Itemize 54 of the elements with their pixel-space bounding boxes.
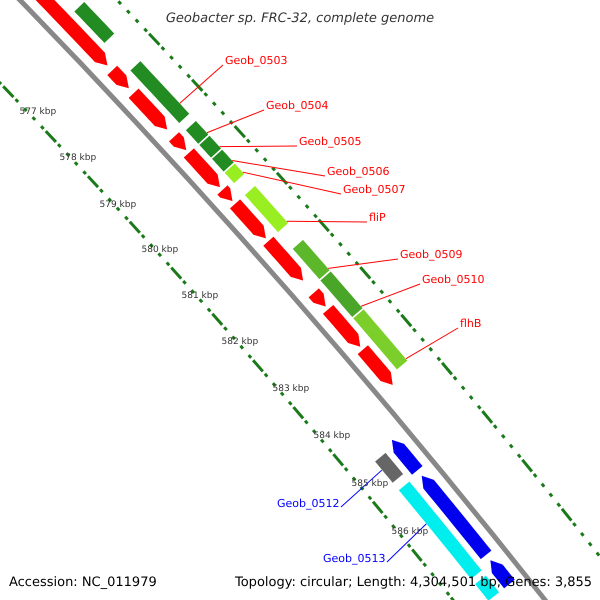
scale-label: 577 kbp [20,107,56,117]
gene-feature [185,120,209,144]
gene-label: Geob_0506 [327,164,390,178]
gene-label: Geob_0503 [225,54,288,66]
gene-feature [292,239,330,280]
gene-feature [229,198,266,239]
gene-feature [224,163,245,184]
gene-label: Geob_0507 [343,182,406,196]
gene-feature [198,135,222,158]
scale-label: 582 kbp [222,337,258,347]
gene-label: Geob_0510 [422,272,484,286]
leader-line [206,110,264,134]
scale-label: 584 kbp [314,431,350,441]
gene-feature [391,439,424,476]
title: Geobacter sp. FRC-32, complete genome [164,10,436,26]
gene-feature [352,308,408,370]
scale-label: 581 kbp [182,291,218,301]
gene-feature [168,132,187,151]
gene-feature [128,88,168,130]
leader-line [232,160,326,176]
gene-feature [322,304,361,348]
gene-feature [244,185,289,233]
leader-line [179,64,224,104]
leader-line [242,172,342,194]
gene-feature [74,2,115,44]
gene-feature [262,236,304,282]
gene-label: Geob_0504 [266,98,328,112]
leader-line [328,258,398,269]
scale-label: 580 kbp [142,245,178,255]
leader-line [340,470,382,508]
gene-feature [212,149,234,172]
gene-feature [183,148,221,188]
gene-feature [130,60,190,124]
gene-feature [216,184,234,202]
gene-feature [320,270,364,318]
gene-label: Geob_0513 [323,552,386,564]
gene-label: flhB [460,316,482,330]
leader-line [286,220,368,222]
gene-label: Geob_0512 [277,496,340,510]
gene-feature [357,344,394,386]
gene-label: Geob_0505 [299,134,362,148]
scale-label: 583 kbp [272,384,310,394]
gene-feature [106,65,130,89]
gene-label: fliP [369,210,386,224]
accession-text: Accession: NC_011979 [9,574,157,590]
leader-line [386,523,427,562]
leader-line [405,328,458,360]
leader-line [360,284,420,307]
gene-label: Geob_0509 [400,248,462,260]
gene-feature [33,0,108,66]
scale-label: 579 kbp [100,200,136,210]
gene-feature [308,288,326,308]
scale-label: 578 kbp [60,153,96,163]
leader-line [219,146,298,148]
